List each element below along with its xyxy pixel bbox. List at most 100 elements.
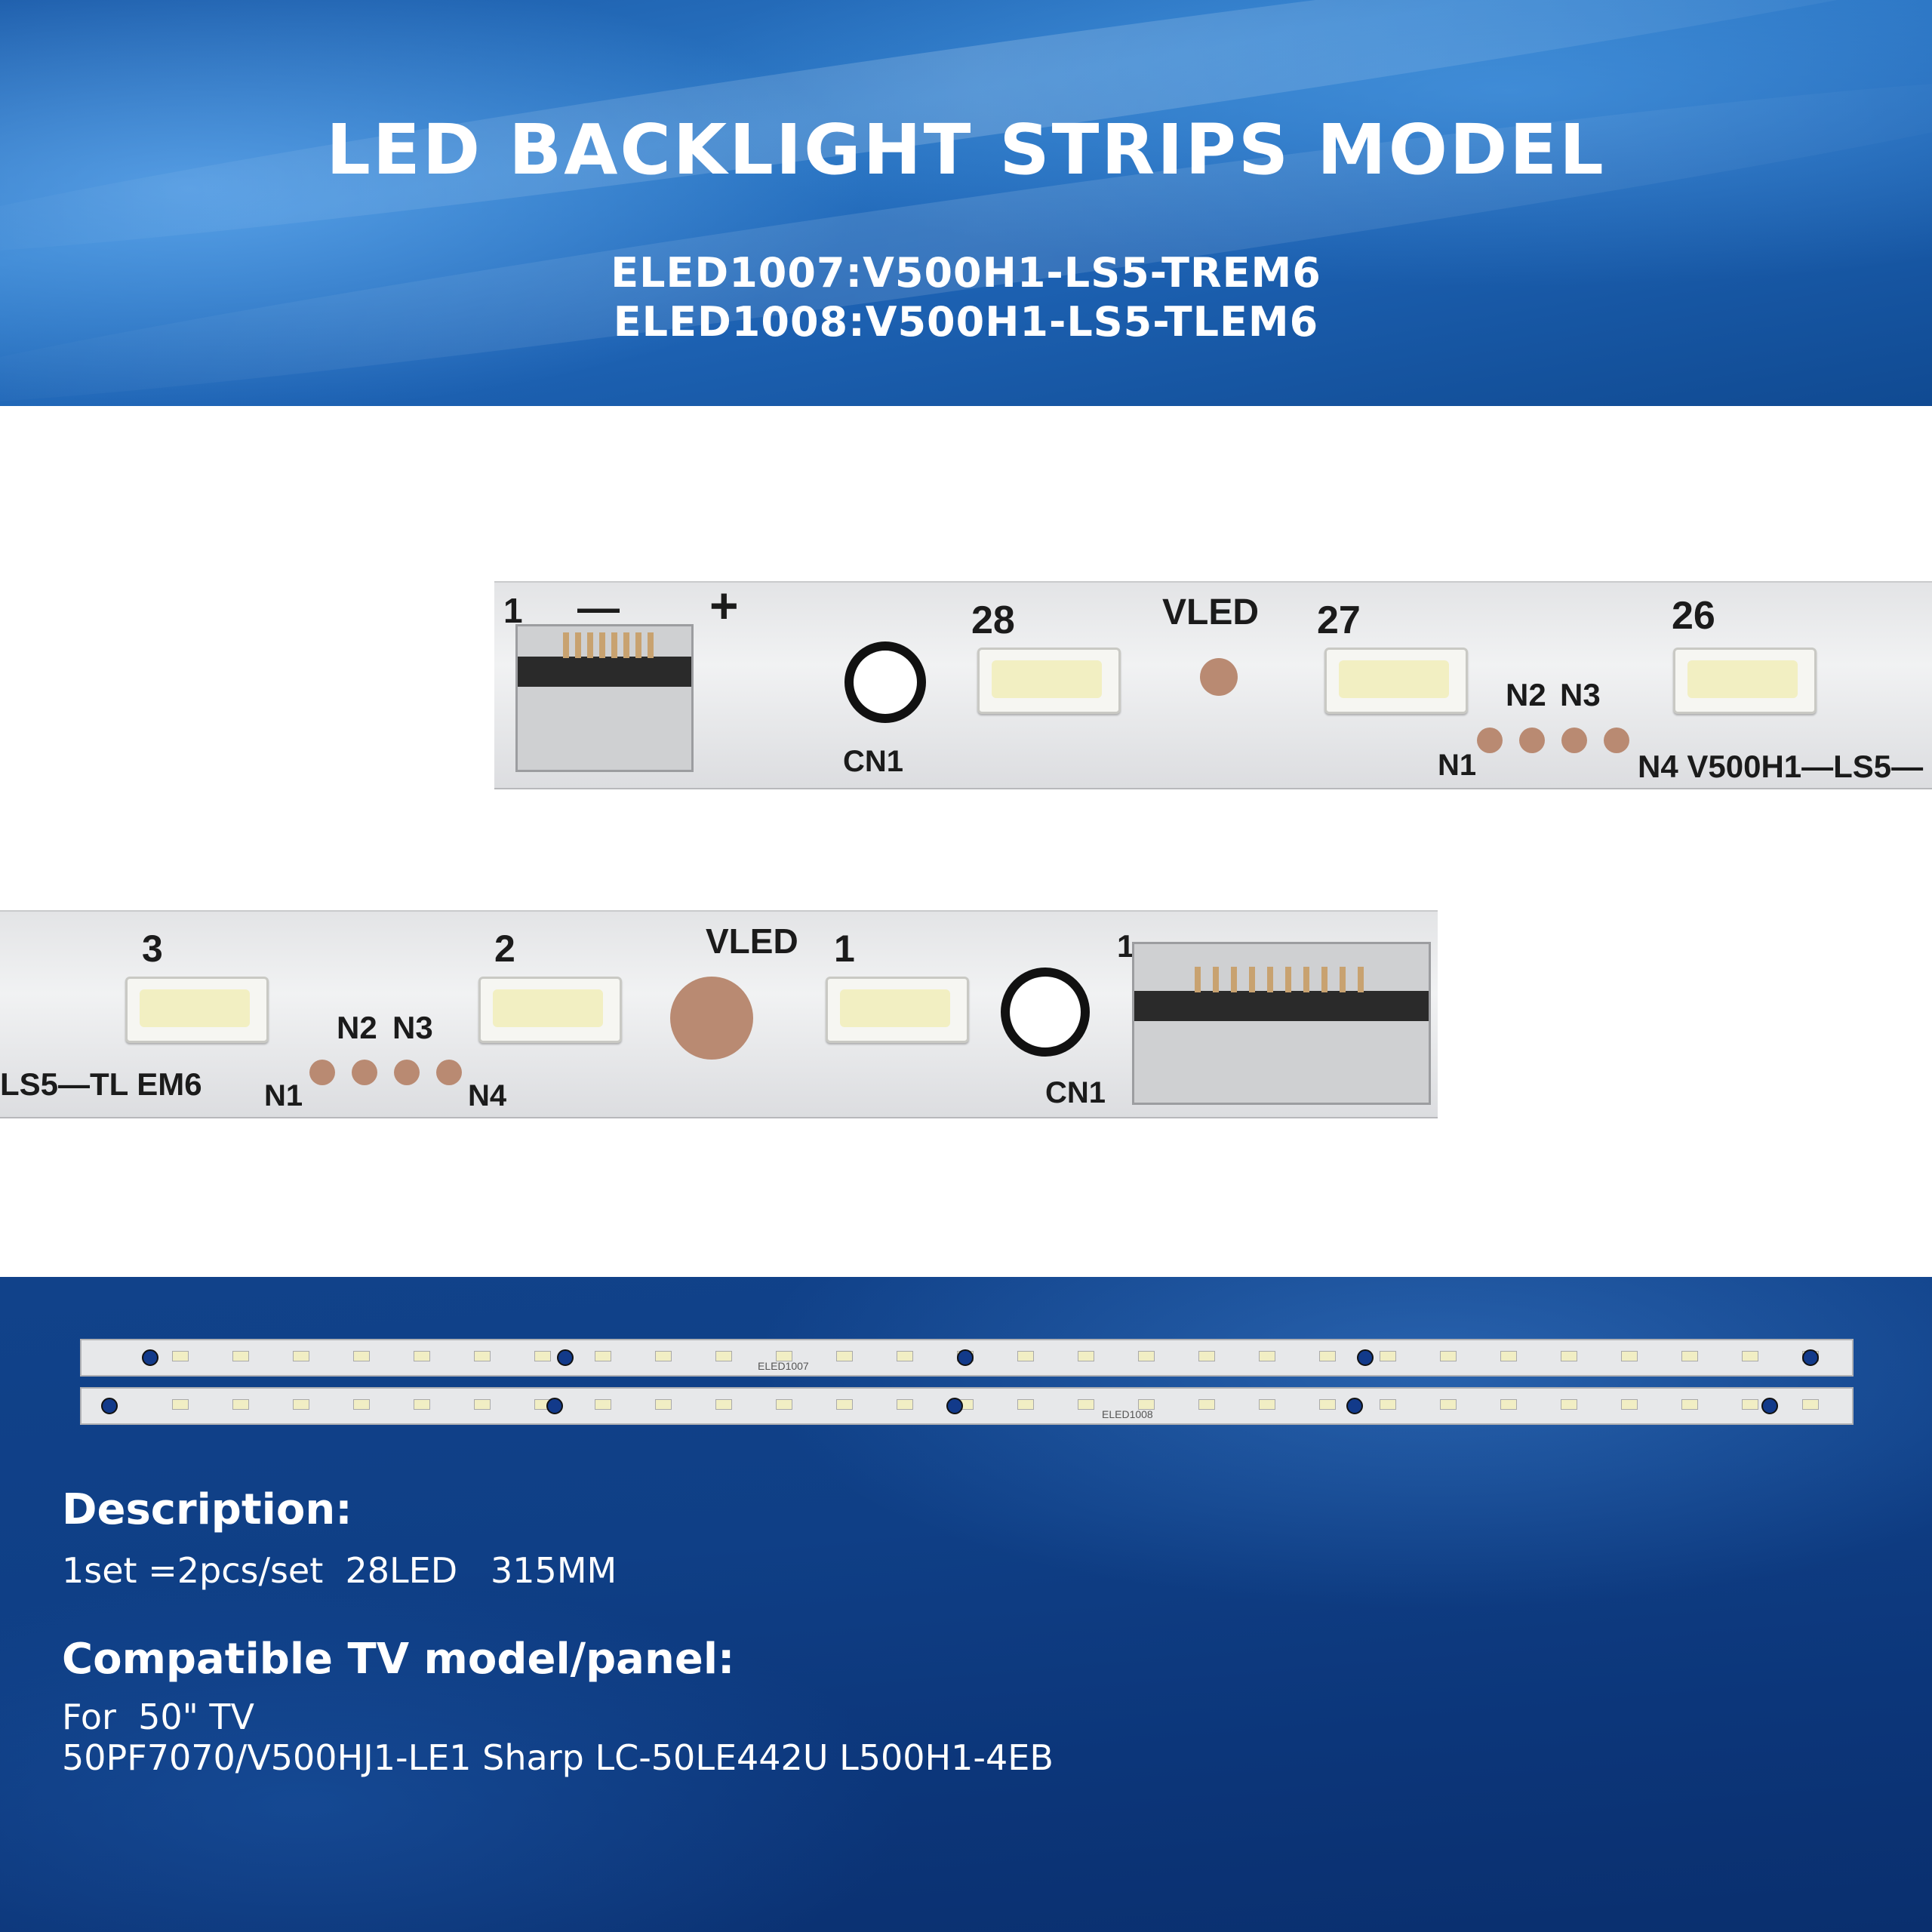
- led-chip: [977, 648, 1121, 714]
- compatible-line-2: 50PF7070/V500HJ1-LE1 Sharp LC-50LE442U L…: [62, 1737, 1054, 1778]
- n2-label: N2: [337, 1010, 377, 1045]
- compatible-heading: Compatible TV model/panel:: [62, 1635, 735, 1684]
- led-chip-small: [1742, 1399, 1758, 1410]
- led-chip-small: [1319, 1399, 1336, 1410]
- led-number: 26: [1672, 594, 1715, 638]
- led-chip: [478, 977, 622, 1043]
- full-strip-thumbnail-eled1008: ELED1008: [80, 1387, 1854, 1425]
- led-chip-small: [172, 1399, 189, 1410]
- led-chip: [1673, 648, 1817, 714]
- led-chip-small: [1681, 1399, 1698, 1410]
- led-chip-small: [1138, 1399, 1155, 1410]
- model-line-1: ELED1007:V500H1-LS5-TREM6: [611, 249, 1321, 297]
- led-chip-small: [1681, 1351, 1698, 1361]
- led-chip-small: [655, 1399, 672, 1410]
- led-chip-small: [474, 1399, 491, 1410]
- mounting-hole-small: [546, 1398, 563, 1414]
- led-chip-small: [1380, 1351, 1396, 1361]
- connector-cn1: [1132, 942, 1431, 1105]
- led-chip-small: [897, 1351, 913, 1361]
- led-chip-small: [897, 1399, 913, 1410]
- description-text: 1set =2pcs/set 28LED 315MM: [62, 1550, 617, 1591]
- n2-label: N2: [1506, 677, 1546, 712]
- led-chip-small: [1500, 1351, 1517, 1361]
- page-title: LED BACKLIGHT STRIPS MODEL: [326, 109, 1606, 190]
- strip-label: ELED1008: [1102, 1408, 1153, 1420]
- test-pad: [352, 1060, 377, 1085]
- led-chip-small: [595, 1351, 611, 1361]
- vled-pad: [1200, 658, 1238, 696]
- header-banner: LED BACKLIGHT STRIPS MODEL ELED1007:V500…: [0, 0, 1932, 406]
- led-chip-small: [1802, 1399, 1819, 1410]
- test-pad: [1477, 728, 1503, 753]
- n4-code-label: N4 V500H1—LS5—: [1638, 749, 1924, 784]
- led-chip-small: [1621, 1351, 1638, 1361]
- test-pad: [394, 1060, 420, 1085]
- led-chip-small: [1500, 1399, 1517, 1410]
- led-chip-small: [232, 1351, 249, 1361]
- n3-label: N3: [392, 1010, 433, 1045]
- test-pad: [436, 1060, 462, 1085]
- strip-label: ELED1007: [758, 1360, 809, 1372]
- led-chip-small: [353, 1351, 370, 1361]
- n3-label: N3: [1560, 677, 1601, 712]
- led-chip-small: [172, 1351, 189, 1361]
- model-line-2: ELED1008:V500H1-LS5-TLEM6: [613, 298, 1319, 346]
- minus-label: —: [577, 583, 620, 631]
- led-chip-small: [776, 1351, 792, 1361]
- info-panel: ELED1007 ELED1008 Description: 1set =2pc…: [0, 1277, 1932, 1932]
- led-chip-small: [414, 1351, 430, 1361]
- led-number: 2: [494, 928, 515, 970]
- compatible-line-1: For 50" TV: [62, 1697, 254, 1737]
- led-chip-small: [1742, 1351, 1758, 1361]
- led-chip-small: [232, 1399, 249, 1410]
- led-chip-small: [1259, 1351, 1275, 1361]
- led-chip-small: [474, 1351, 491, 1361]
- led-chip: [125, 977, 269, 1043]
- led-chip-small: [715, 1351, 732, 1361]
- led-chip: [1324, 648, 1468, 714]
- led-chip-small: [414, 1399, 430, 1410]
- mounting-hole-small: [1761, 1398, 1778, 1414]
- description-heading: Description:: [62, 1485, 352, 1534]
- pin1-label: 1: [503, 591, 523, 630]
- led-chip-small: [1561, 1351, 1577, 1361]
- test-pad: [309, 1060, 335, 1085]
- led-chip-small: [1017, 1399, 1034, 1410]
- cn1-label: CN1: [1045, 1076, 1106, 1109]
- led-chip-small: [776, 1399, 792, 1410]
- led-number: 1: [834, 928, 855, 970]
- led-chip-small: [715, 1399, 732, 1410]
- led-chip-small: [1198, 1351, 1215, 1361]
- led-chip-small: [534, 1351, 551, 1361]
- led-chip-small: [1440, 1351, 1457, 1361]
- mounting-hole-small: [101, 1398, 118, 1414]
- led-strip-closeup-bottom: 3 N2 N3 LS5—TL EM6 N1 N4 2 VLED 1 1 CN1: [0, 910, 1438, 1118]
- led-chip-small: [353, 1399, 370, 1410]
- mounting-hole-small: [142, 1349, 158, 1366]
- mounting-hole-small: [1346, 1398, 1363, 1414]
- led-chip-small: [1078, 1399, 1094, 1410]
- mounting-hole-small: [557, 1349, 574, 1366]
- led-number: 3: [142, 928, 163, 970]
- led-chip-small: [1138, 1351, 1155, 1361]
- led-chip-small: [836, 1399, 853, 1410]
- mounting-hole-small: [1357, 1349, 1374, 1366]
- cn1-label: CN1: [843, 745, 904, 778]
- vled-label: VLED: [706, 921, 798, 961]
- vled-pad: [670, 977, 753, 1060]
- connector-cn1: [515, 624, 694, 772]
- mounting-hole-small: [946, 1398, 963, 1414]
- n1-label: N1: [264, 1079, 303, 1112]
- led-chip: [826, 977, 969, 1043]
- pin1-label: 1: [1117, 928, 1135, 964]
- mounting-hole-small: [957, 1349, 974, 1366]
- plus-label: +: [709, 577, 739, 633]
- n1-label: N1: [1438, 749, 1477, 782]
- led-chip-small: [1621, 1399, 1638, 1410]
- led-chip-small: [293, 1351, 309, 1361]
- led-number: 27: [1317, 598, 1361, 642]
- led-chip-small: [1017, 1351, 1034, 1361]
- vled-label: VLED: [1162, 592, 1260, 632]
- led-chip-small: [1561, 1399, 1577, 1410]
